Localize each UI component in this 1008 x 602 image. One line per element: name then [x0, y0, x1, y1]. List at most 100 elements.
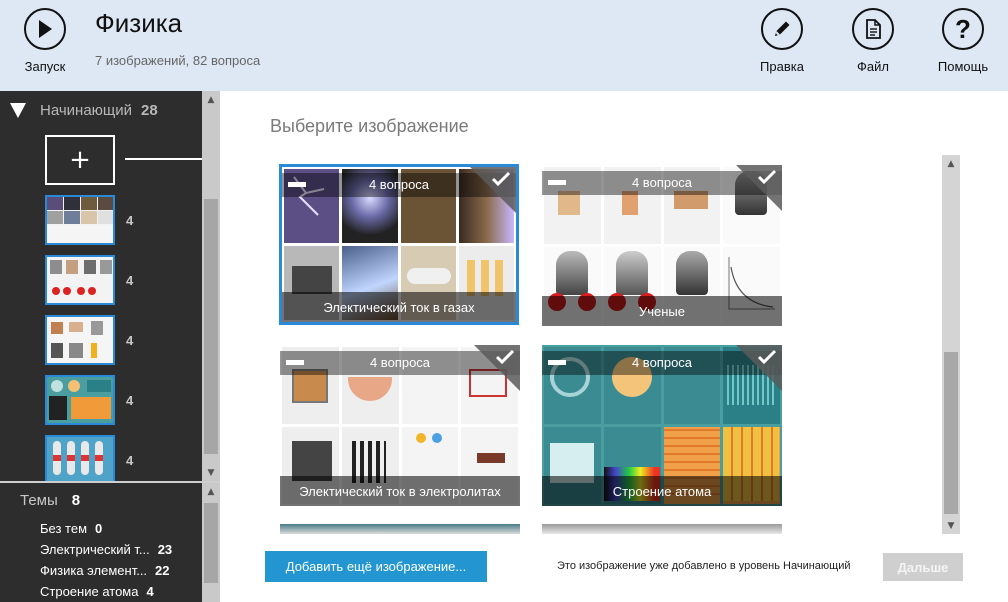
- collage-tile: [663, 347, 721, 424]
- page-title: Физика: [95, 8, 183, 38]
- card-caption-band: [542, 476, 782, 506]
- plus-icon: +: [69, 145, 91, 175]
- topic-item[interactable]: Строение атома 4: [40, 584, 154, 599]
- image-card[interactable]: 4 вопроса Электический ток в электролита…: [280, 345, 520, 506]
- image-card[interactable]: 4 вопроса Электический ток в газах: [279, 164, 519, 325]
- sidebar-divider: [0, 481, 220, 483]
- topic-name: Строение атома: [40, 584, 139, 599]
- topics-scrollbar[interactable]: ▲: [202, 483, 220, 602]
- file-label: Файл: [857, 59, 889, 74]
- thumb-count: 4: [126, 273, 134, 288]
- topic-count: 23: [157, 542, 173, 557]
- topics-count: 8: [71, 492, 81, 509]
- minus-icon[interactable]: [288, 182, 306, 187]
- sidebar-scrollbar[interactable]: ▲ ▼: [202, 91, 220, 481]
- thumb-count: 4: [126, 333, 134, 348]
- scroll-down-arrow[interactable]: ▼: [947, 520, 955, 531]
- run-button[interactable]: Запуск: [6, 8, 84, 74]
- collage-tile: [663, 167, 721, 244]
- sidebar: Начинающий 28 + 4: [0, 91, 220, 602]
- collage-tile: [284, 169, 340, 243]
- level-image-thumb[interactable]: [45, 315, 115, 365]
- checkmark-icon[interactable]: [491, 171, 511, 187]
- scroll-down-arrow[interactable]: ▼: [207, 467, 215, 478]
- thumb-preview: [47, 197, 113, 243]
- next-button[interactable]: Дальше: [883, 553, 963, 581]
- card-caption: Электический ток в газах: [323, 300, 475, 315]
- card-caption: Электический ток в электролитах: [299, 484, 501, 499]
- app-header: Запуск Физика 7 изображений, 82 вопроса …: [0, 0, 1008, 91]
- level-image-thumb[interactable]: [45, 255, 115, 305]
- collage-tile: [341, 347, 399, 424]
- scroll-up-arrow[interactable]: ▲: [207, 94, 215, 105]
- level-panel: Начинающий 28 + 4: [0, 91, 202, 481]
- topic-item[interactable]: Физика элемент...22: [40, 563, 170, 578]
- add-image-slot[interactable]: +: [45, 135, 115, 185]
- card-caption: Строение атома: [612, 484, 712, 499]
- card-caption: Ученые: [638, 304, 685, 319]
- play-icon: [24, 8, 66, 50]
- gallery-scrollbar[interactable]: ▲ ▼: [942, 155, 960, 534]
- collage-tile: [401, 347, 459, 424]
- level-header[interactable]: Начинающий 28: [10, 102, 158, 119]
- topic-count: 4: [146, 584, 154, 599]
- topics-label: Темы: [20, 492, 58, 509]
- card-caption-band: [282, 292, 516, 322]
- edit-button[interactable]: Правка: [743, 8, 821, 74]
- scroll-up-arrow[interactable]: ▲: [947, 158, 955, 169]
- add-more-image-button[interactable]: Добавить ещё изображение...: [265, 551, 487, 582]
- level-count: 28: [141, 102, 158, 119]
- card-caption-band: [542, 296, 782, 326]
- scroll-up-arrow[interactable]: ▲: [207, 486, 215, 497]
- card-caption-band: [280, 476, 520, 506]
- card-collage: [280, 345, 520, 506]
- file-button[interactable]: Файл: [834, 8, 912, 74]
- question-count: 4 вопроса: [631, 355, 693, 370]
- checkmark-icon[interactable]: [495, 349, 515, 365]
- question-count: 4 вопроса: [368, 177, 430, 192]
- triangle-down-icon[interactable]: [10, 103, 26, 118]
- thumb-count: 4: [126, 213, 134, 228]
- level-image-thumb[interactable]: [45, 435, 115, 481]
- thumb-preview: [47, 257, 113, 303]
- image-card[interactable]: 4 вопроса Строение атома: [542, 345, 782, 506]
- insert-marker: [125, 158, 202, 160]
- level-image-thumb[interactable]: [45, 375, 115, 425]
- collage-tile: [544, 167, 601, 244]
- checkmark-icon[interactable]: [757, 169, 777, 185]
- collage-tile: [342, 169, 398, 243]
- scroll-thumb[interactable]: [204, 503, 218, 583]
- question-count: 4 вопроса: [369, 355, 431, 370]
- collage-tile: [282, 347, 339, 424]
- run-label: Запуск: [24, 59, 66, 74]
- pencil-icon: [761, 8, 803, 50]
- level-name: Начинающий: [40, 102, 133, 119]
- collage-tile: [400, 169, 456, 243]
- thumb-count: 4: [126, 453, 134, 468]
- minus-icon[interactable]: [548, 180, 566, 185]
- minus-icon[interactable]: [286, 360, 304, 365]
- status-message: Это изображение уже добавлено в уровень …: [557, 560, 851, 572]
- image-card-partial[interactable]: [280, 524, 520, 534]
- thumb-count: 4: [126, 393, 134, 408]
- minus-icon[interactable]: [548, 360, 566, 365]
- topic-name: Электрический т...: [40, 542, 150, 557]
- thumb-preview: [47, 317, 113, 363]
- topic-count: 22: [155, 563, 170, 578]
- thumb-preview: [47, 377, 113, 423]
- image-card[interactable]: 4 вопроса Ученые: [542, 165, 782, 326]
- collage-tile: [603, 167, 661, 244]
- topic-name: Без тем: [40, 521, 88, 536]
- scroll-thumb[interactable]: [944, 352, 958, 514]
- collage-tile: [544, 347, 601, 424]
- scroll-thumb[interactable]: [204, 199, 218, 454]
- topic-item[interactable]: Электрический т... 23: [40, 542, 172, 557]
- level-image-thumb[interactable]: [45, 195, 115, 245]
- help-button[interactable]: ? Помощь: [924, 8, 1002, 74]
- checkmark-icon[interactable]: [757, 349, 777, 365]
- image-card-partial[interactable]: [542, 524, 782, 534]
- topics-header: Темы 8: [20, 492, 80, 509]
- question-icon: ?: [942, 8, 984, 50]
